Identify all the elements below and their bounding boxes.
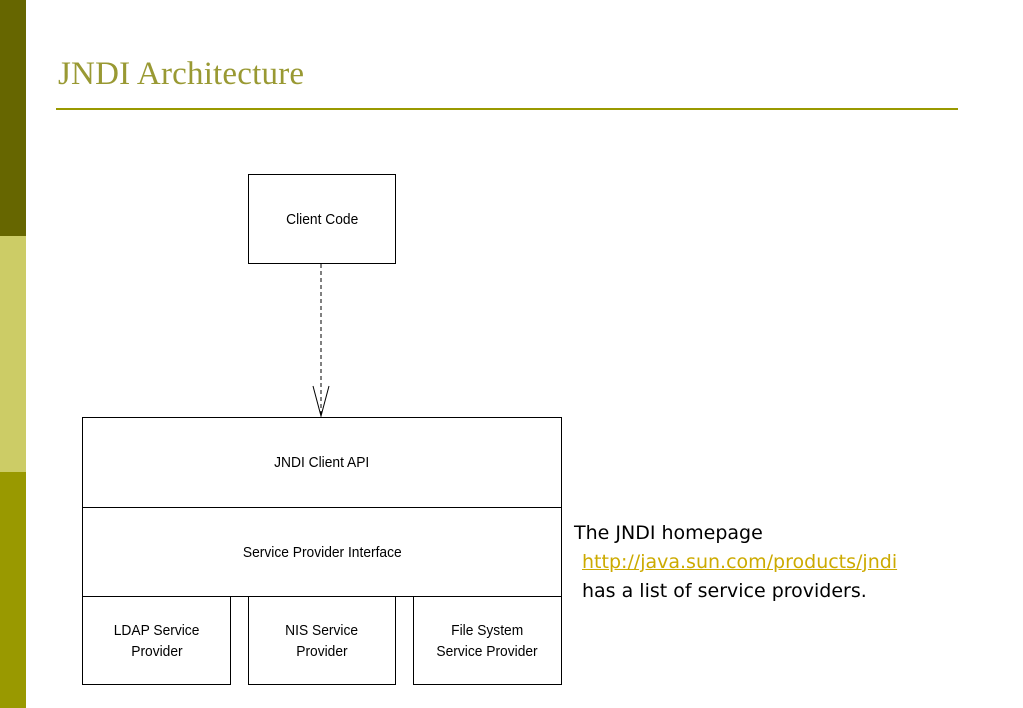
file-system-provider-box: File System Service Provider xyxy=(413,596,562,685)
client-code-label: Client Code xyxy=(285,210,359,228)
title-underline xyxy=(56,108,958,110)
note-line-3: has a list of service providers. xyxy=(582,580,867,602)
sidebar-band-light xyxy=(0,236,26,472)
jndi-homepage-link[interactable]: http://java.sun.com/products/jndi xyxy=(582,551,898,573)
ldap-provider-line2: Provider xyxy=(130,642,183,660)
sidebar-band-dark xyxy=(0,0,26,236)
service-provider-interface-box: Service Provider Interface xyxy=(82,507,562,597)
file-system-provider-line1: File System xyxy=(451,621,524,639)
ldap-provider-line1: LDAP Service xyxy=(113,621,200,639)
jndi-client-api-box: JNDI Client API xyxy=(82,417,562,508)
sidebar-band-olive xyxy=(0,472,26,708)
nis-provider-line1: NIS Service xyxy=(285,621,359,639)
note-line-1: The JNDI homepage xyxy=(574,522,763,544)
nis-provider-line2: Provider xyxy=(296,642,348,660)
file-system-provider-line2: Service Provider xyxy=(436,642,539,660)
jndi-client-api-label: JNDI Client API xyxy=(274,454,370,471)
ldap-provider-box: LDAP Service Provider xyxy=(82,596,231,685)
client-code-box: Client Code xyxy=(248,174,396,264)
nis-provider-box: NIS Service Provider xyxy=(248,596,396,685)
slide-title: JNDI Architecture xyxy=(58,56,305,92)
service-provider-interface-label: Service Provider Interface xyxy=(242,543,402,561)
homepage-note: The JNDI homepage http://java.sun.com/pr… xyxy=(574,519,897,606)
